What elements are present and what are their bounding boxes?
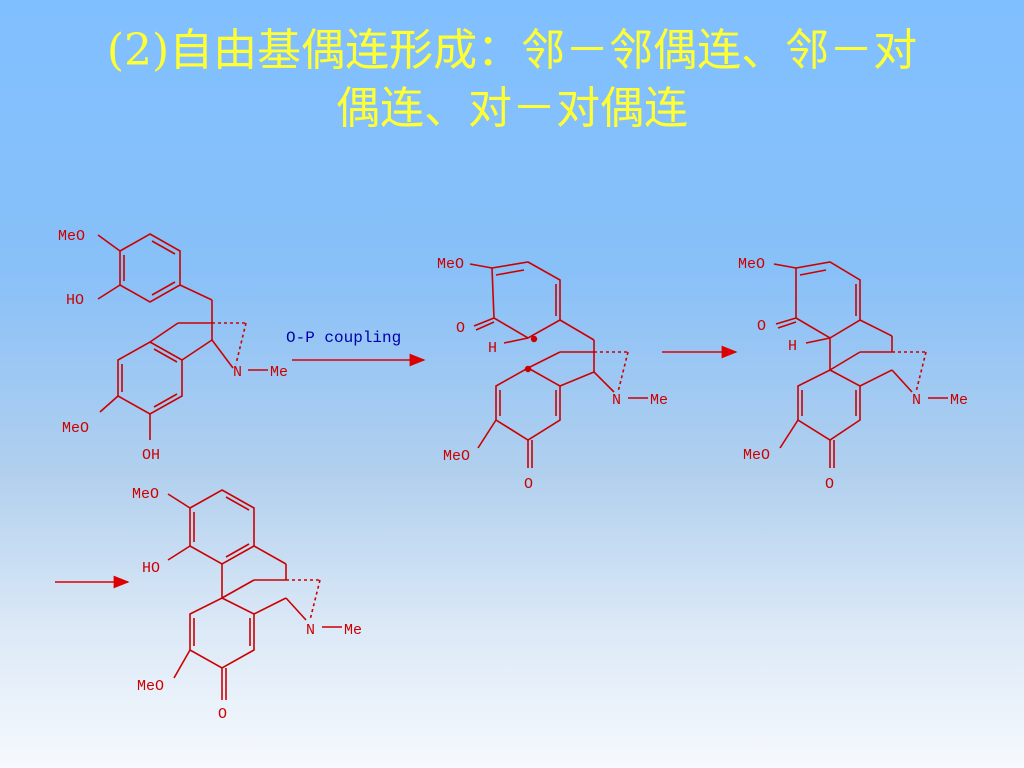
s4-meo-top-label: MeO	[132, 486, 159, 503]
structure-2-intermediate	[469, 261, 648, 468]
s1-me-label: Me	[270, 364, 288, 381]
radical-dot-upper	[530, 335, 538, 343]
s3-o-top-label: O	[757, 318, 766, 335]
s1-oh-label: OH	[142, 447, 160, 464]
radical-dot-lower	[524, 365, 532, 373]
o-p-coupling-label: O-P coupling	[286, 329, 401, 347]
structure-4-product	[167, 489, 342, 700]
s3-n-label: N	[912, 392, 921, 409]
s2-meo-top-label: MeO	[437, 256, 464, 273]
s4-me-label: Me	[344, 622, 362, 639]
dienone-ring-bottom	[495, 367, 561, 441]
s2-n-label: N	[612, 392, 621, 409]
s4-aromatic-ring	[189, 489, 255, 565]
s2-o-top-label: O	[456, 320, 465, 337]
s2-h-label: H	[488, 340, 497, 357]
s1-n-label: N	[233, 364, 242, 381]
structure-3-coupled-dienone	[773, 261, 948, 468]
s3-h-label: H	[788, 338, 797, 355]
title-line-1: (2)自由基偶连形成：邻－邻偶连、邻－对	[106, 25, 918, 76]
s4-ho-label: HO	[142, 560, 160, 577]
benzyl-ring	[119, 233, 181, 303]
s4-meo-bottom-label: MeO	[137, 678, 164, 695]
s4-dienone-ring	[189, 597, 255, 669]
s3-meo-bottom-label: MeO	[743, 447, 770, 464]
structure-1-precursor	[97, 233, 268, 440]
s1-ho-label: HO	[66, 292, 84, 309]
s1-meo-bottom-label: MeO	[62, 420, 89, 437]
s3-o-bottom-label: O	[825, 476, 834, 493]
title-line-2: 偶连、对－对偶连	[336, 83, 688, 134]
s3-ring-bottom	[797, 369, 861, 441]
slide-title: (2)自由基偶连形成：邻－邻偶连、邻－对 偶连、对－对偶连	[0, 22, 1024, 138]
s2-meo-bottom-label: MeO	[443, 448, 470, 465]
s4-n-label: N	[306, 622, 315, 639]
s4-o-bottom-label: O	[218, 706, 227, 723]
isoquinoline-ring	[117, 341, 183, 415]
s1-meo-top-label: MeO	[58, 228, 85, 245]
s2-o-bottom-label: O	[524, 476, 533, 493]
s3-meo-top-label: MeO	[738, 256, 765, 273]
s3-me-label: Me	[950, 392, 968, 409]
s2-me-label: Me	[650, 392, 668, 409]
